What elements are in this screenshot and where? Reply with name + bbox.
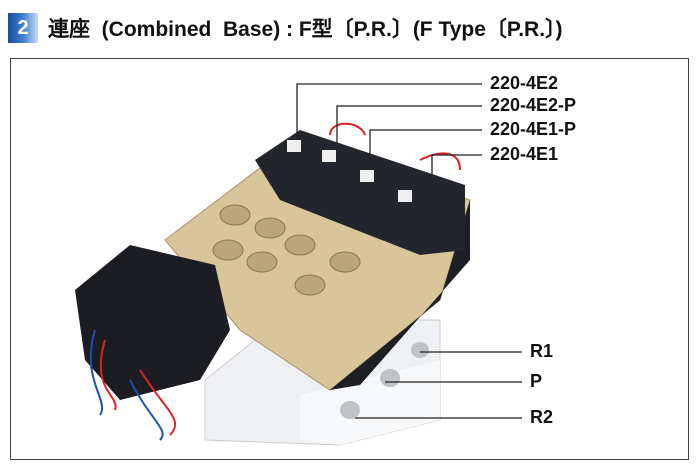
- model-label-220-4e2: 220-4E2: [490, 73, 559, 93]
- section-number: 2: [8, 13, 38, 43]
- port-label-r2: R2: [530, 407, 554, 427]
- section-title: 連座 (Combined Base) : F型〔P.R.〕(F Type〔P.R…: [48, 18, 563, 41]
- leader-lines: [296, 83, 522, 419]
- section-header: 2 連座 (Combined Base) : F型〔P.R.〕(F Type〔P…: [8, 13, 563, 43]
- solenoids-left: [75, 245, 230, 400]
- port-label-r1: R1: [530, 341, 554, 361]
- figure-frame: [10, 58, 689, 460]
- model-label-220-4e2-p: 220-4E2-P: [490, 95, 577, 115]
- solenoids-top: [255, 130, 465, 255]
- port-p: [380, 369, 400, 387]
- model-label-220-4e1: 220-4E1: [490, 144, 559, 164]
- port-r2: [340, 401, 360, 419]
- model-label-220-4e1-p: 220-4E1-P: [490, 119, 577, 139]
- port-label-p: P: [530, 371, 543, 391]
- port-r1: [411, 342, 429, 358]
